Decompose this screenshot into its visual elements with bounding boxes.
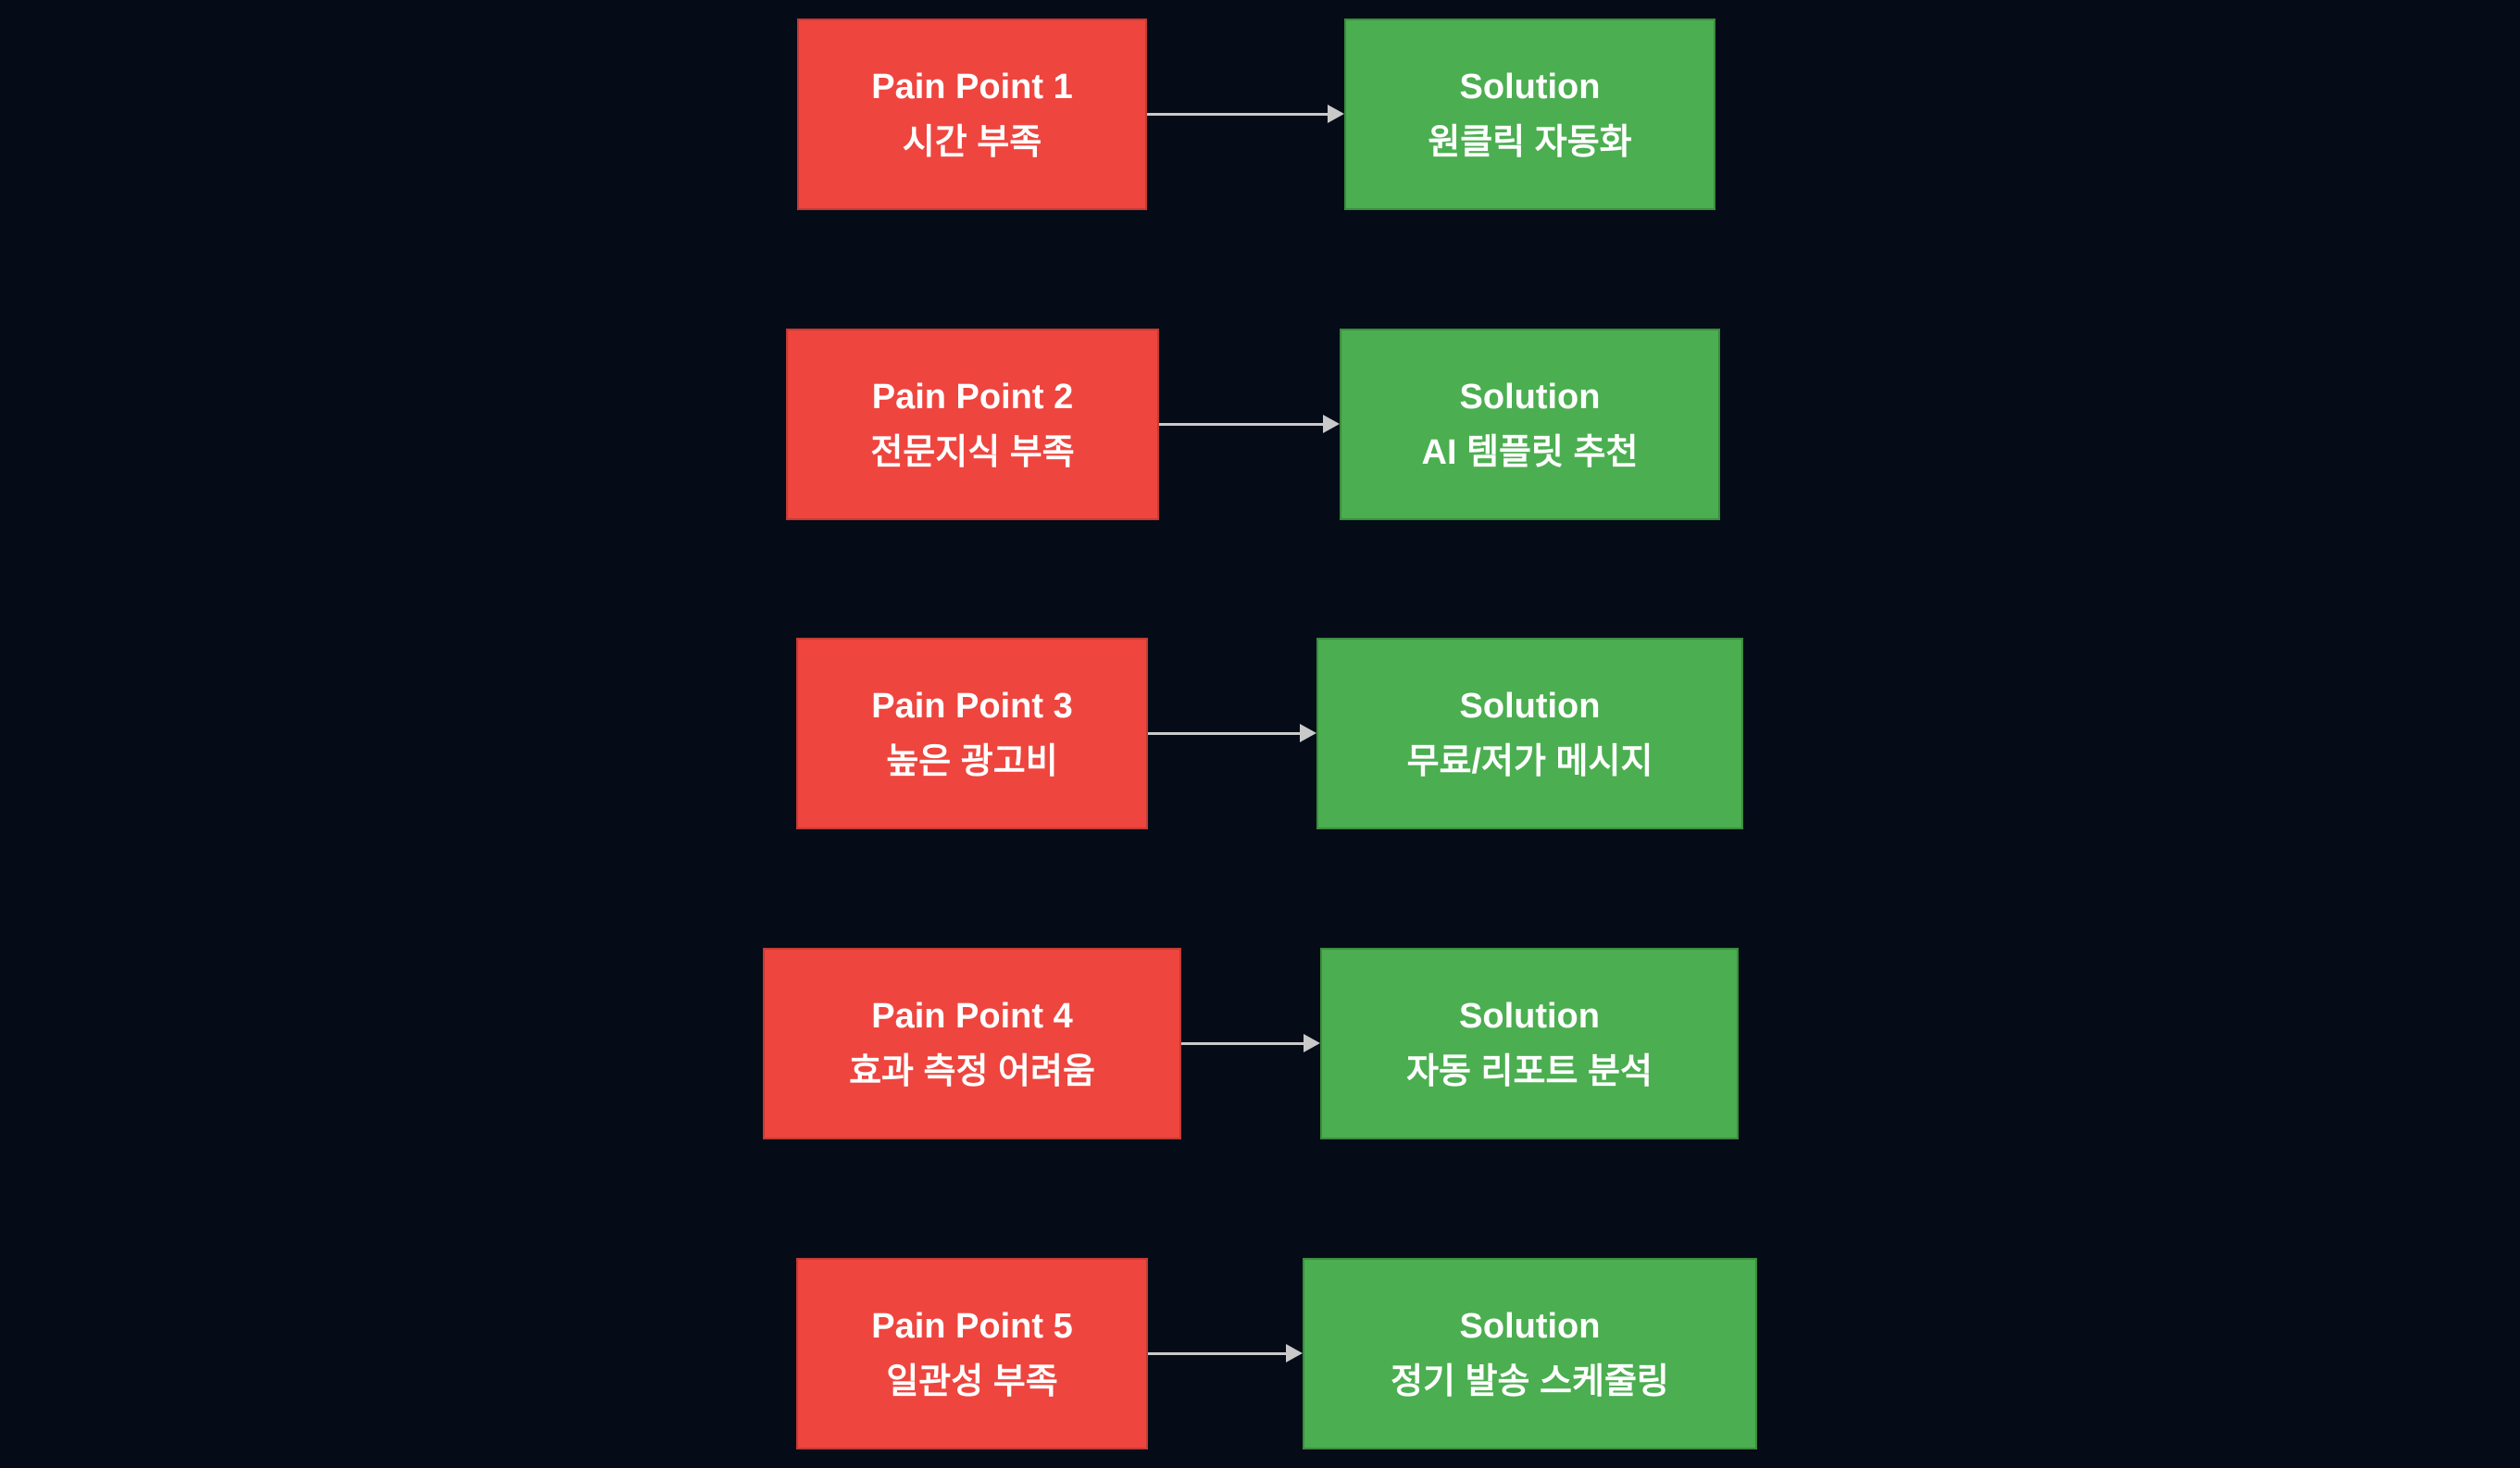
mapping-row-3: Pain Point 3 높은 광고비 Solution 무료/저가 메시지	[0, 638, 2520, 829]
pain-point-node-1: Pain Point 1 시간 부족	[797, 19, 1147, 210]
arrow-right-icon	[1300, 724, 1316, 742]
pain-point-subtitle: 전문지식 부족	[870, 432, 1075, 472]
pain-point-node-2: Pain Point 2 전문지식 부족	[786, 329, 1159, 520]
pain-point-subtitle: 효과 측정 어려움	[849, 1051, 1095, 1091]
pain-point-title: Pain Point 3	[871, 686, 1073, 726]
connector-line	[1181, 1042, 1304, 1045]
solution-subtitle: 정기 발송 스케줄링	[1391, 1362, 1669, 1401]
arrow-right-icon	[1328, 105, 1344, 123]
pain-point-node-3: Pain Point 3 높은 광고비	[796, 638, 1148, 829]
solution-subtitle: 원클릭 자동화	[1428, 122, 1632, 162]
solution-node-4: Solution 자동 리포트 분석	[1320, 948, 1739, 1139]
solution-title: Solution	[1459, 1306, 1601, 1346]
arrow-right-icon	[1304, 1034, 1320, 1052]
pain-point-title: Pain Point 2	[871, 377, 1074, 417]
solution-node-2: Solution AI 템플릿 추천	[1340, 329, 1720, 520]
solution-title: Solution	[1459, 377, 1601, 417]
pain-point-title: Pain Point 1	[871, 67, 1073, 106]
mapping-row-1: Pain Point 1 시간 부족 Solution 원클릭 자동화	[0, 19, 2520, 210]
solution-title: Solution	[1459, 996, 1600, 1036]
arrow-right-icon	[1286, 1344, 1303, 1362]
pain-point-title: Pain Point 4	[871, 996, 1073, 1036]
pain-point-subtitle: 일관성 부족	[886, 1362, 1058, 1401]
arrow-right-icon	[1323, 415, 1340, 433]
pain-point-node-5: Pain Point 5 일관성 부족	[796, 1258, 1148, 1449]
mapping-row-4: Pain Point 4 효과 측정 어려움 Solution 자동 리포트 분…	[0, 948, 2520, 1139]
solution-subtitle: 무료/저가 메시지	[1406, 741, 1653, 781]
connector-line	[1148, 1352, 1286, 1355]
connector-line	[1148, 732, 1300, 735]
pain-point-title: Pain Point 5	[871, 1306, 1073, 1346]
connector-line	[1147, 113, 1328, 116]
solution-node-1: Solution 원클릭 자동화	[1344, 19, 1715, 210]
pain-point-subtitle: 시간 부족	[902, 122, 1042, 162]
solution-title: Solution	[1459, 67, 1601, 106]
pain-point-node-4: Pain Point 4 효과 측정 어려움	[763, 948, 1181, 1139]
solution-subtitle: AI 템플릿 추천	[1421, 432, 1639, 472]
solution-node-5: Solution 정기 발송 스케줄링	[1303, 1258, 1757, 1449]
mapping-row-5: Pain Point 5 일관성 부족 Solution 정기 발송 스케줄링	[0, 1258, 2520, 1449]
solution-node-3: Solution 무료/저가 메시지	[1316, 638, 1743, 829]
mapping-row-2: Pain Point 2 전문지식 부족 Solution AI 템플릿 추천	[0, 329, 2520, 520]
connector-line	[1159, 423, 1323, 426]
solution-title: Solution	[1459, 686, 1601, 726]
pain-point-subtitle: 높은 광고비	[886, 741, 1058, 781]
solution-subtitle: 자동 리포트 분석	[1406, 1051, 1653, 1091]
